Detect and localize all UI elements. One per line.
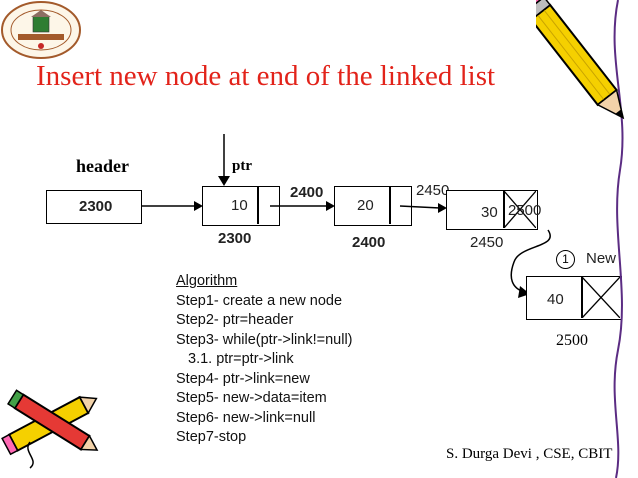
algorithm-step: Step3- while(ptr->link!=null): [176, 331, 353, 348]
node-3-data: 30: [481, 204, 498, 221]
slide-title: Insert new node at end of the linked lis…: [36, 60, 496, 92]
header-box: 2300: [46, 190, 142, 224]
algorithm-step: Step2- ptr=header: [176, 312, 294, 328]
node-3-null-cross: [504, 191, 536, 228]
new-label: New: [586, 250, 617, 267]
new-node-null-cross: [582, 277, 620, 318]
step-1-marker: 1: [556, 250, 575, 269]
ptr-label: ptr: [232, 158, 252, 174]
algorithm-step: Step6- new->link=null: [176, 409, 316, 426]
author-credit: S. Durga Devi , CSE, CBIT: [446, 446, 613, 462]
ptr-arrow: [218, 134, 230, 186]
new-node-address: 2500: [556, 332, 588, 349]
decorative-wavy-line: [613, 0, 624, 478]
node-1-address: 2300: [218, 230, 252, 247]
pencils-icon: [1, 389, 99, 469]
algorithm-step: Step4- ptr->link=new: [176, 370, 310, 387]
node-3: 30: [446, 190, 538, 230]
algorithm-step: Step7-stop: [176, 429, 247, 445]
college-logo-icon: [1, 1, 81, 59]
node-1-link: 2400: [290, 184, 324, 201]
pencil-icon: [536, 0, 625, 120]
node-1-data: 10: [231, 197, 248, 214]
algorithm-heading: Algorithm: [176, 273, 238, 289]
node-2-address: 2400: [352, 234, 386, 251]
new-node: 40: [526, 276, 622, 320]
algorithm-block: Algorithm Step1- create a new node Step2…: [176, 272, 353, 448]
header-label: header: [76, 156, 129, 176]
algorithm-substep: 3.1. ptr=ptr->link: [188, 351, 294, 367]
algorithm-step: Step5- new->data=item: [176, 390, 327, 406]
header-value: 2300: [79, 198, 113, 215]
node-2-data: 20: [357, 197, 374, 214]
algorithm-step: Step1- create a new node: [176, 292, 343, 309]
node-2-link: 2450: [416, 182, 450, 199]
node-3-address: 2450: [470, 234, 504, 251]
new-node-data: 40: [547, 291, 564, 308]
node-3-link: 2500: [508, 202, 542, 219]
